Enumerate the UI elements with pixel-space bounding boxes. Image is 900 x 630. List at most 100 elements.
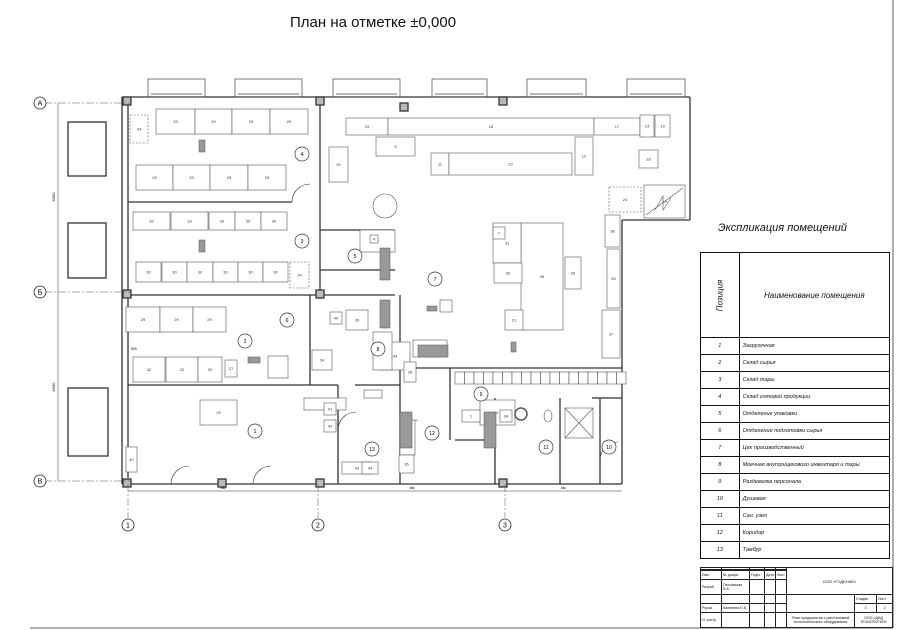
room-position: 6 [700,422,740,440]
fixture [483,411,497,449]
equipment-item [135,164,174,191]
room-marker [424,425,440,441]
equipment-item [125,446,138,473]
tb-sheet: Лист [876,594,893,604]
org-top: ООО «ГОДЕНАЕ» [786,566,893,596]
fixture [247,356,261,364]
room-name: Коридор [738,524,891,542]
equipment-item [194,108,233,135]
equipment-label: 29 [227,175,232,180]
equipment-label: 29 [211,119,216,124]
equipment-label: 38 [610,229,615,234]
name-header: Наименование помещения [738,252,891,338]
locker [521,371,532,385]
equipment-item [329,311,343,325]
equipment-label: 23 [508,162,513,167]
equipment-item [172,164,211,191]
equipment-item [129,114,149,144]
equipment-label: 24 [623,197,628,202]
door-swing [291,183,311,203]
room-number: 13 [369,447,375,453]
equipment-item [192,306,227,333]
dimension-label: 6000 [51,382,56,392]
room-number: 4 [301,152,304,158]
equipment-label: 4 [373,237,376,242]
equipment-item [363,389,383,399]
room-name: Моечная внутрицехового инвентаря и тары [738,456,891,474]
equipment-item [247,164,287,191]
locker [568,371,579,385]
equipment-label: 11 [438,162,443,167]
room-marker [370,341,386,357]
equipment-item [448,152,573,176]
column [315,478,325,488]
dimension-label: 800 [131,347,137,351]
equipment-item [601,309,621,359]
equipment-label: 2 [496,410,499,415]
equipment-label: 29 [265,175,270,180]
locker [473,371,484,385]
locker [492,371,503,385]
tb-razrab-name: Пестовская Е.А. [721,578,750,596]
equipment-item [345,309,369,331]
room-name: Загрузочная [738,337,891,355]
room-name: Склад готовой продукции [738,388,891,406]
equipment-label: 43 [355,466,360,471]
locker [464,371,475,385]
room-number: 11 [543,445,548,451]
window [234,78,303,98]
equipment-item [135,261,162,283]
room-number: 2 [244,339,247,345]
locker [578,371,589,385]
locker [502,371,513,385]
equipment-label: 33 [187,219,192,224]
room-marker [427,271,443,287]
equipment-label: 44 [368,466,373,471]
room-position: 5 [700,405,740,423]
equipment-label: 28 [646,157,651,162]
column [399,102,409,112]
equipment-label: 28 [571,271,576,276]
room-position: 13 [700,541,740,559]
equipment-label: 30 [272,219,277,224]
column [122,96,132,106]
equipment-item [369,234,379,244]
locker [511,371,522,385]
equipment-item [564,256,582,290]
equipment-label: 37 [609,332,614,337]
axis-label: А [38,101,43,108]
equipment-label: 34 [297,273,302,278]
axis-label: 3 [503,523,507,530]
equipment-label: 30 [208,367,213,372]
room-marker [247,423,263,439]
sink-icon [514,407,528,421]
equipment-item [461,409,481,423]
column [498,478,508,488]
tb-sign: Подп. [749,570,765,580]
room-position: 9 [700,473,740,491]
equipment-item [323,419,337,433]
fixture [510,341,517,353]
locker [483,371,494,385]
equipment-label: 29 [287,119,292,124]
equipment-label: 29 [216,410,221,415]
column [217,478,227,488]
equipment-label: 30 [146,270,151,275]
equipment-item [165,356,199,383]
room-number: 10 [606,445,612,451]
equipment-label: 7 [498,231,501,236]
equipment-item [323,402,337,416]
equipment-item [262,261,289,283]
tb-sheets-value: 2 [876,602,893,613]
room-position: 11 [700,507,740,525]
locker [530,371,541,385]
equipment-item [375,136,416,157]
room-position: 10 [700,490,740,508]
